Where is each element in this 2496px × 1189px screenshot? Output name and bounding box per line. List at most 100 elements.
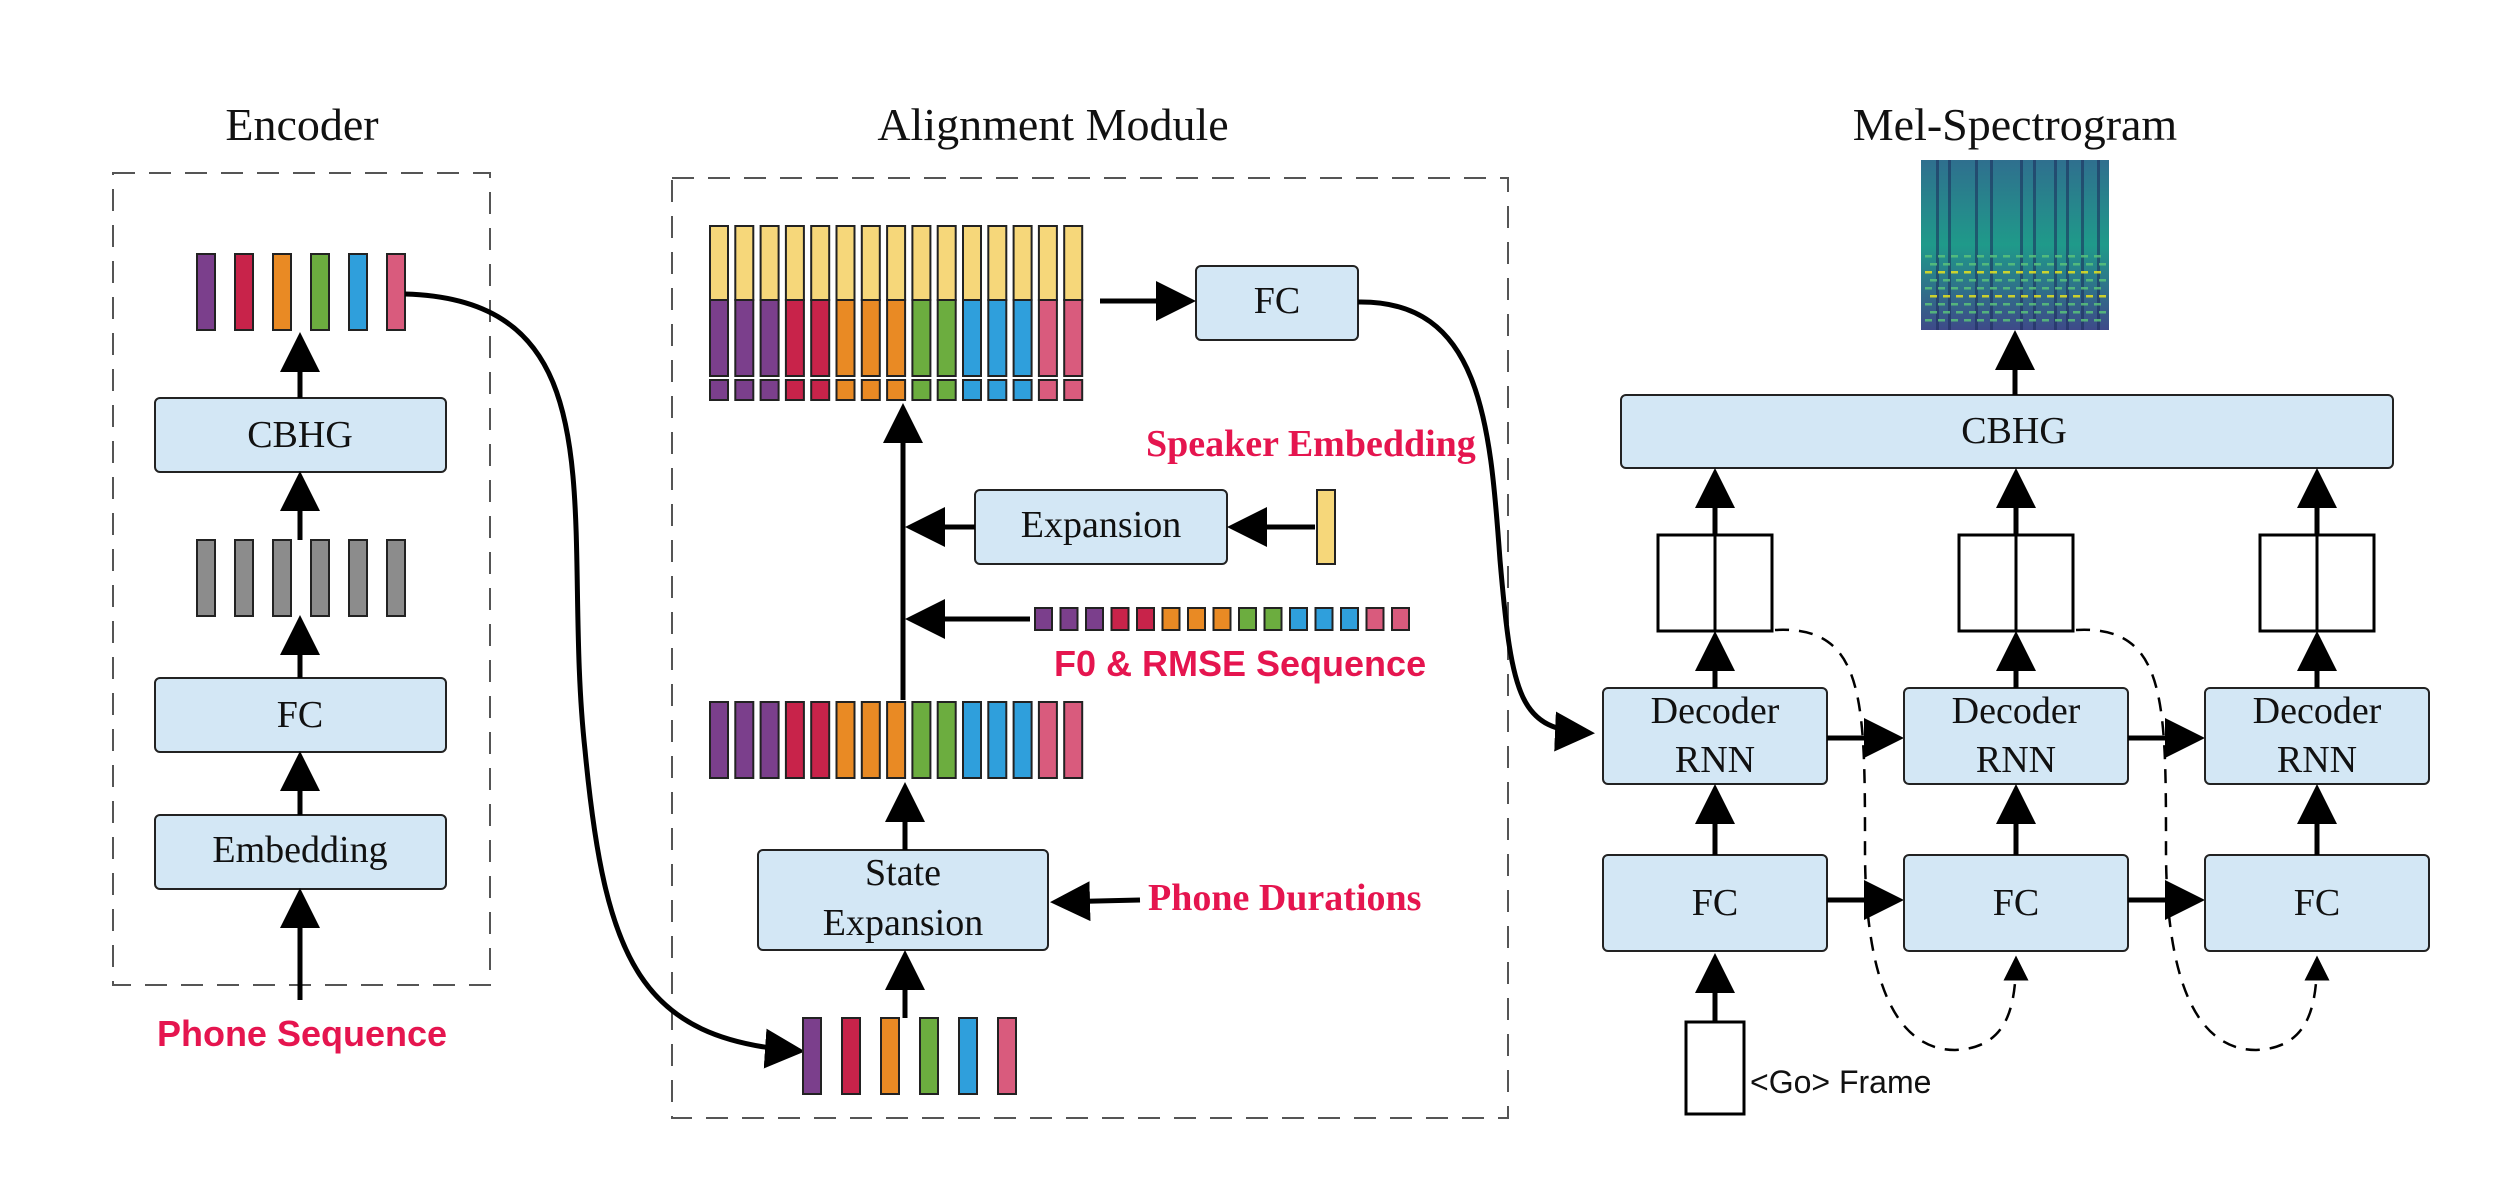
decoder-rnn-label-line1: Decoder [2253,690,2382,732]
expanded-state-bar [810,701,831,779]
spectrogram-harmonic [1938,303,1945,306]
spectrogram-harmonic [1977,303,1984,306]
spectrogram-onset-line [2054,160,2057,330]
spectrogram-harmonic [2099,311,2106,314]
state-expansion-label-line2: Expansion [823,902,983,944]
spectrogram-harmonic [2068,287,2075,290]
spectrogram-harmonic [2016,287,2023,290]
spectrogram-harmonic [1964,319,1971,322]
spectrogram-harmonic [1925,303,1932,306]
spectrogram-harmonic [2016,255,2023,258]
spectrogram-harmonic [2055,255,2062,258]
spectrogram-harmonic [2016,303,2023,306]
combined-state-segment [962,299,982,377]
spectrogram-harmonic [1943,295,1950,298]
expanded-state-bar [911,701,932,779]
alignment-input-bar [841,1017,861,1095]
go-frame-label: <Go> Frame [1750,1064,1931,1100]
combined-feature-columns [709,225,1084,401]
f0-rmse-square [1289,607,1308,631]
combined-speaker-segment [987,225,1008,301]
spectrogram-harmonic [1956,295,1963,298]
combined-speaker-segment [835,225,856,301]
encoder-fc-label: FC [277,694,323,736]
f0-rmse-square [1187,607,1206,631]
expanded-state-bar [759,701,780,779]
spectrogram-harmonic [2060,263,2067,266]
f0-rmse-square [1034,607,1053,631]
spectrogram-harmonic [2081,271,2088,274]
spectrogram-harmonic [1977,271,1984,274]
dashed-feedback-arrow [1774,628,2029,1052]
combined-speaker-segment [936,225,957,301]
spectrogram-harmonic [2008,263,2015,266]
expanded-state-bar [734,701,755,779]
mel-spectrogram-image [1921,160,2109,330]
combined-state-segment [1063,299,1084,377]
spectrogram-harmonic [1964,271,1971,274]
spectrogram-harmonic [2099,263,2106,266]
spectrogram-harmonic [2003,319,2010,322]
spectrogram-harmonic [1964,303,1971,306]
spectrogram-harmonic [2029,255,2036,258]
spectrogram-harmonic [1977,319,1984,322]
spectrogram-harmonic [1990,319,1997,322]
spectrogram-harmonic [2055,271,2062,274]
spectrogram-harmonic [2068,255,2075,258]
spectrogram-harmonic [1925,255,1932,258]
combined-f0-segment [911,379,932,401]
decoder-cbhg-label: CBHG [1961,410,2067,452]
spectrogram-harmonic [1951,287,1958,290]
spectrogram-harmonic [2099,279,2106,282]
spectrogram-harmonic [2047,279,2054,282]
combined-state-segment [709,299,729,377]
spectrogram-harmonic [1943,311,1950,314]
combined-f0-segment [987,379,1008,401]
combined-speaker-segment [759,225,780,301]
spectrogram-harmonic [2060,311,2067,314]
combined-speaker-segment [810,225,831,301]
spectrogram-harmonic [2021,263,2028,266]
spectrogram-harmonic [1930,311,1937,314]
spectrogram-onset-line [1948,160,1951,330]
combined-state-segment [835,299,856,377]
spectrogram-harmonic [2034,311,2041,314]
spectrogram-harmonic [2042,303,2049,306]
expanded-state-bar [835,701,856,779]
spectrogram-harmonic [2016,319,2023,322]
alignment-input-bar [802,1017,822,1095]
spectrogram-harmonic [1951,319,1958,322]
spectrogram-harmonic [2008,311,2015,314]
spectrogram-harmonic [2047,295,2054,298]
combined-speaker-segment [784,225,805,301]
encoder-output-bar [196,253,216,331]
spectrogram-harmonic [1938,319,1945,322]
combined-f0-segment [962,379,982,401]
encoder-output-bar [234,253,254,331]
f0-rmse-bars [1034,607,1410,631]
spectrogram-harmonic [1938,287,1945,290]
spectrogram-onset-line [2020,160,2023,330]
expanded-state-bar [987,701,1008,779]
f0-rmse-label: F0 & RMSE Sequence [1054,643,1426,684]
encoder-output-bar [386,253,406,331]
spectrogram-harmonic [1977,287,1984,290]
spectrogram-onset-line [1936,160,1939,330]
spectrogram-onset-line [1975,160,1978,330]
spectrogram-harmonic [1990,287,1997,290]
f0-rmse-square [1161,607,1181,631]
f0-rmse-square [1238,607,1257,631]
combined-speaker-segment [1063,225,1084,301]
spectrogram-harmonic [1930,295,1937,298]
spectrogram-harmonic [2029,319,2036,322]
spectrogram-harmonic [1969,263,1976,266]
decoder-rnn-label-line2: RNN [1675,739,1755,781]
combined-f0-segment [784,379,805,401]
spectrogram-harmonic [1995,279,2002,282]
combined-f0-segment [759,379,780,401]
combined-state-segment [810,299,831,377]
combined-f0-segment [860,379,881,401]
expanded-state-bar [962,701,982,779]
spectrogram-harmonic [1990,255,1997,258]
